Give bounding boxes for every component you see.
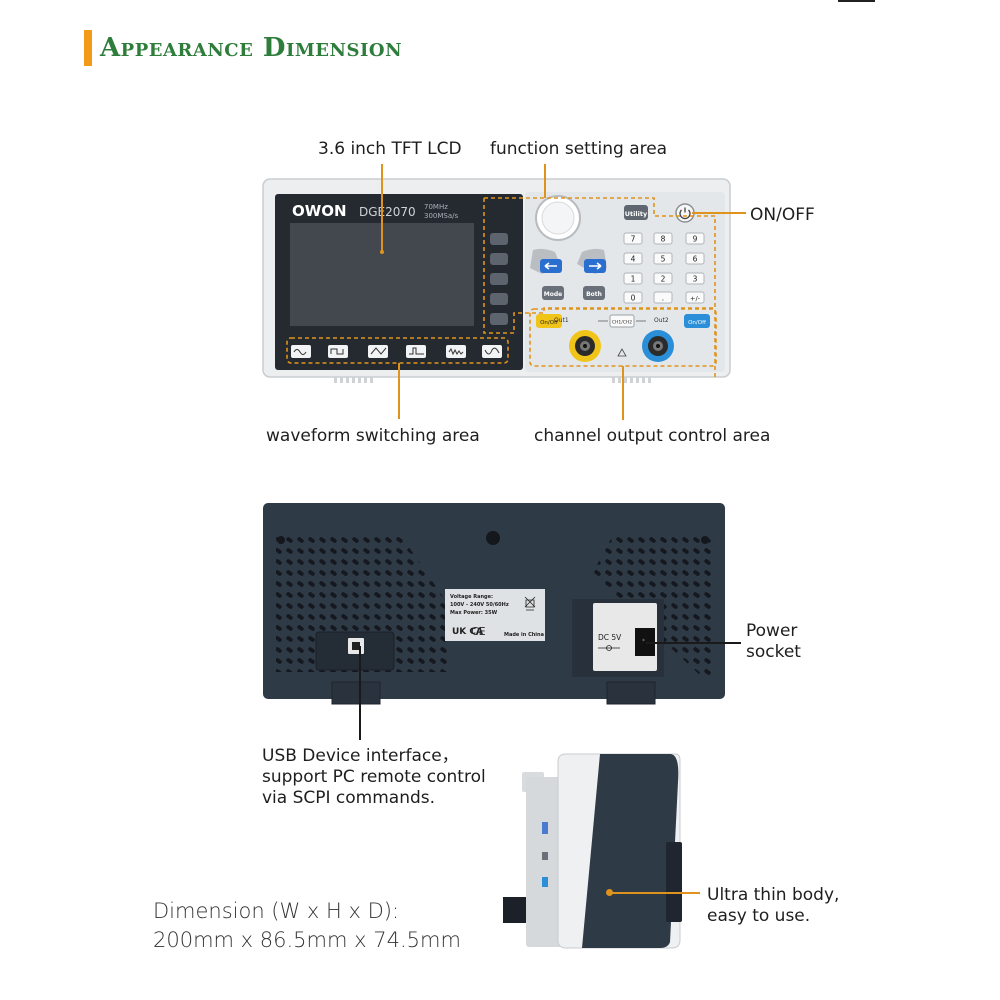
side-dark-shell bbox=[582, 754, 679, 948]
arrow-right-icon bbox=[589, 262, 602, 270]
callout-power: ON/OFF bbox=[750, 205, 815, 225]
numpad-key-4: 4 bbox=[631, 255, 636, 264]
usb-callout-line bbox=[359, 646, 361, 740]
callout-function-area: function setting area bbox=[490, 139, 668, 159]
title-accent-bar bbox=[84, 30, 92, 66]
power-callout-line bbox=[692, 212, 746, 214]
front-panel: OWON DGE2070 70MHz 300MSa/s bbox=[262, 178, 732, 386]
spec-rate: 300MSa/s bbox=[424, 212, 458, 220]
noise-wave-icon bbox=[448, 347, 464, 356]
rear-screw-hole bbox=[486, 531, 500, 545]
callout-power-socket-1: Power bbox=[746, 621, 798, 641]
square-wave-icon bbox=[330, 348, 344, 355]
numpad[interactable] bbox=[623, 232, 705, 304]
utility-key-label: Utility bbox=[625, 210, 648, 218]
spec-max-power: Max Power: 35W bbox=[450, 610, 498, 616]
power-socket[interactable] bbox=[635, 628, 655, 656]
ch2-onoff-key[interactable] bbox=[684, 314, 710, 328]
callout-channel-area: channel output control area bbox=[534, 426, 771, 446]
dc-label: DC 5V bbox=[598, 633, 622, 642]
waveform-keys[interactable] bbox=[291, 345, 502, 358]
weee-bin-icon bbox=[524, 596, 536, 611]
side-callout-dot bbox=[606, 889, 613, 896]
ch1-onoff-label: On/Off bbox=[540, 320, 558, 326]
brand-logo: OWON bbox=[292, 202, 347, 220]
arrow-left-icon bbox=[544, 262, 557, 270]
callout-thin-body-2: easy to use. bbox=[707, 906, 811, 926]
arb-wave-icon bbox=[484, 347, 500, 355]
ch-switch-key[interactable] bbox=[609, 314, 635, 328]
numpad-key-sign: +/- bbox=[690, 295, 701, 303]
dimension-values: 200mm x 86.5mm x 74.5mm bbox=[153, 928, 461, 952]
lcd-callout-line bbox=[381, 164, 383, 252]
sine-wave-icon bbox=[293, 349, 307, 355]
out2-label: Out2 bbox=[654, 317, 669, 324]
ce-mark: CE bbox=[471, 625, 486, 638]
utility-key[interactable] bbox=[624, 205, 648, 220]
both-key[interactable] bbox=[583, 286, 605, 300]
mode-key-label: Mode bbox=[544, 291, 562, 298]
rear-panel: Voltage Range: 100V - 240V 50/60Hz Max P… bbox=[262, 502, 727, 707]
top-edge-mark bbox=[838, 0, 875, 2]
dimension-heading: Dimension (W x H x D): bbox=[153, 899, 400, 923]
numpad-key-3: 3 bbox=[693, 275, 698, 284]
numpad-key-0: 0 bbox=[631, 294, 636, 303]
pulse-wave-icon bbox=[409, 347, 424, 355]
function-area-outline bbox=[484, 197, 716, 380]
spec-origin: Made in China bbox=[504, 632, 544, 638]
numpad-key-6: 6 bbox=[693, 255, 698, 264]
callout-usb-2: support PC remote control bbox=[262, 767, 486, 787]
side-callout-line bbox=[610, 892, 700, 894]
callout-usb-1: USB Device interface， bbox=[262, 746, 459, 766]
numpad-key-7: 7 bbox=[631, 235, 636, 244]
svg-text:*: * bbox=[642, 638, 645, 645]
callout-lcd: 3.6 inch TFT LCD bbox=[318, 139, 462, 159]
channel-callout-line bbox=[622, 366, 624, 420]
spec-voltage-range: 100V - 240V 50/60Hz bbox=[450, 602, 509, 608]
soft-keys[interactable] bbox=[490, 233, 508, 325]
spec-label-plate bbox=[445, 589, 545, 641]
function-area-outline-inner bbox=[483, 198, 715, 334]
mode-key[interactable] bbox=[542, 286, 564, 300]
power-socket-callout-line bbox=[646, 642, 741, 644]
ch2-onoff-label: On/Off bbox=[688, 320, 706, 326]
numpad-key-dot: . bbox=[662, 294, 664, 303]
numpad-key-8: 8 bbox=[661, 235, 666, 244]
ukca-mark: UK CA bbox=[452, 627, 483, 637]
both-key-label: Both bbox=[586, 291, 602, 298]
out1-label: Out1 bbox=[554, 317, 569, 324]
function-callout-line bbox=[544, 164, 546, 198]
numpad-key-2: 2 bbox=[661, 275, 666, 284]
numpad-key-9: 9 bbox=[693, 235, 698, 244]
callout-usb-3: via SCPI commands. bbox=[262, 788, 436, 808]
callout-power-socket-2: socket bbox=[746, 642, 801, 662]
numpad-key-5: 5 bbox=[661, 255, 666, 264]
spec-voltage-title: Voltage Range: bbox=[450, 594, 493, 600]
callout-waveform-area: waveform switching area bbox=[266, 426, 480, 446]
side-view bbox=[500, 752, 685, 952]
dc-polarity-icon bbox=[606, 645, 612, 651]
callout-thin-body-1: Ultra thin body, bbox=[707, 885, 840, 905]
spec-freq: 70MHz bbox=[424, 203, 448, 211]
ch-switch-label: CH1/CH2 bbox=[612, 320, 632, 326]
power-icon bbox=[679, 207, 691, 220]
warning-icon bbox=[617, 348, 627, 357]
model-label: DGE2070 bbox=[359, 205, 416, 219]
waveform-area-outline bbox=[286, 337, 509, 364]
page-title: Appearance Dimension bbox=[100, 33, 403, 63]
ramp-wave-icon bbox=[370, 347, 387, 355]
numpad-key-1: 1 bbox=[631, 275, 636, 284]
ch1-onoff-key[interactable] bbox=[536, 314, 562, 328]
waveform-callout-line bbox=[398, 363, 400, 419]
